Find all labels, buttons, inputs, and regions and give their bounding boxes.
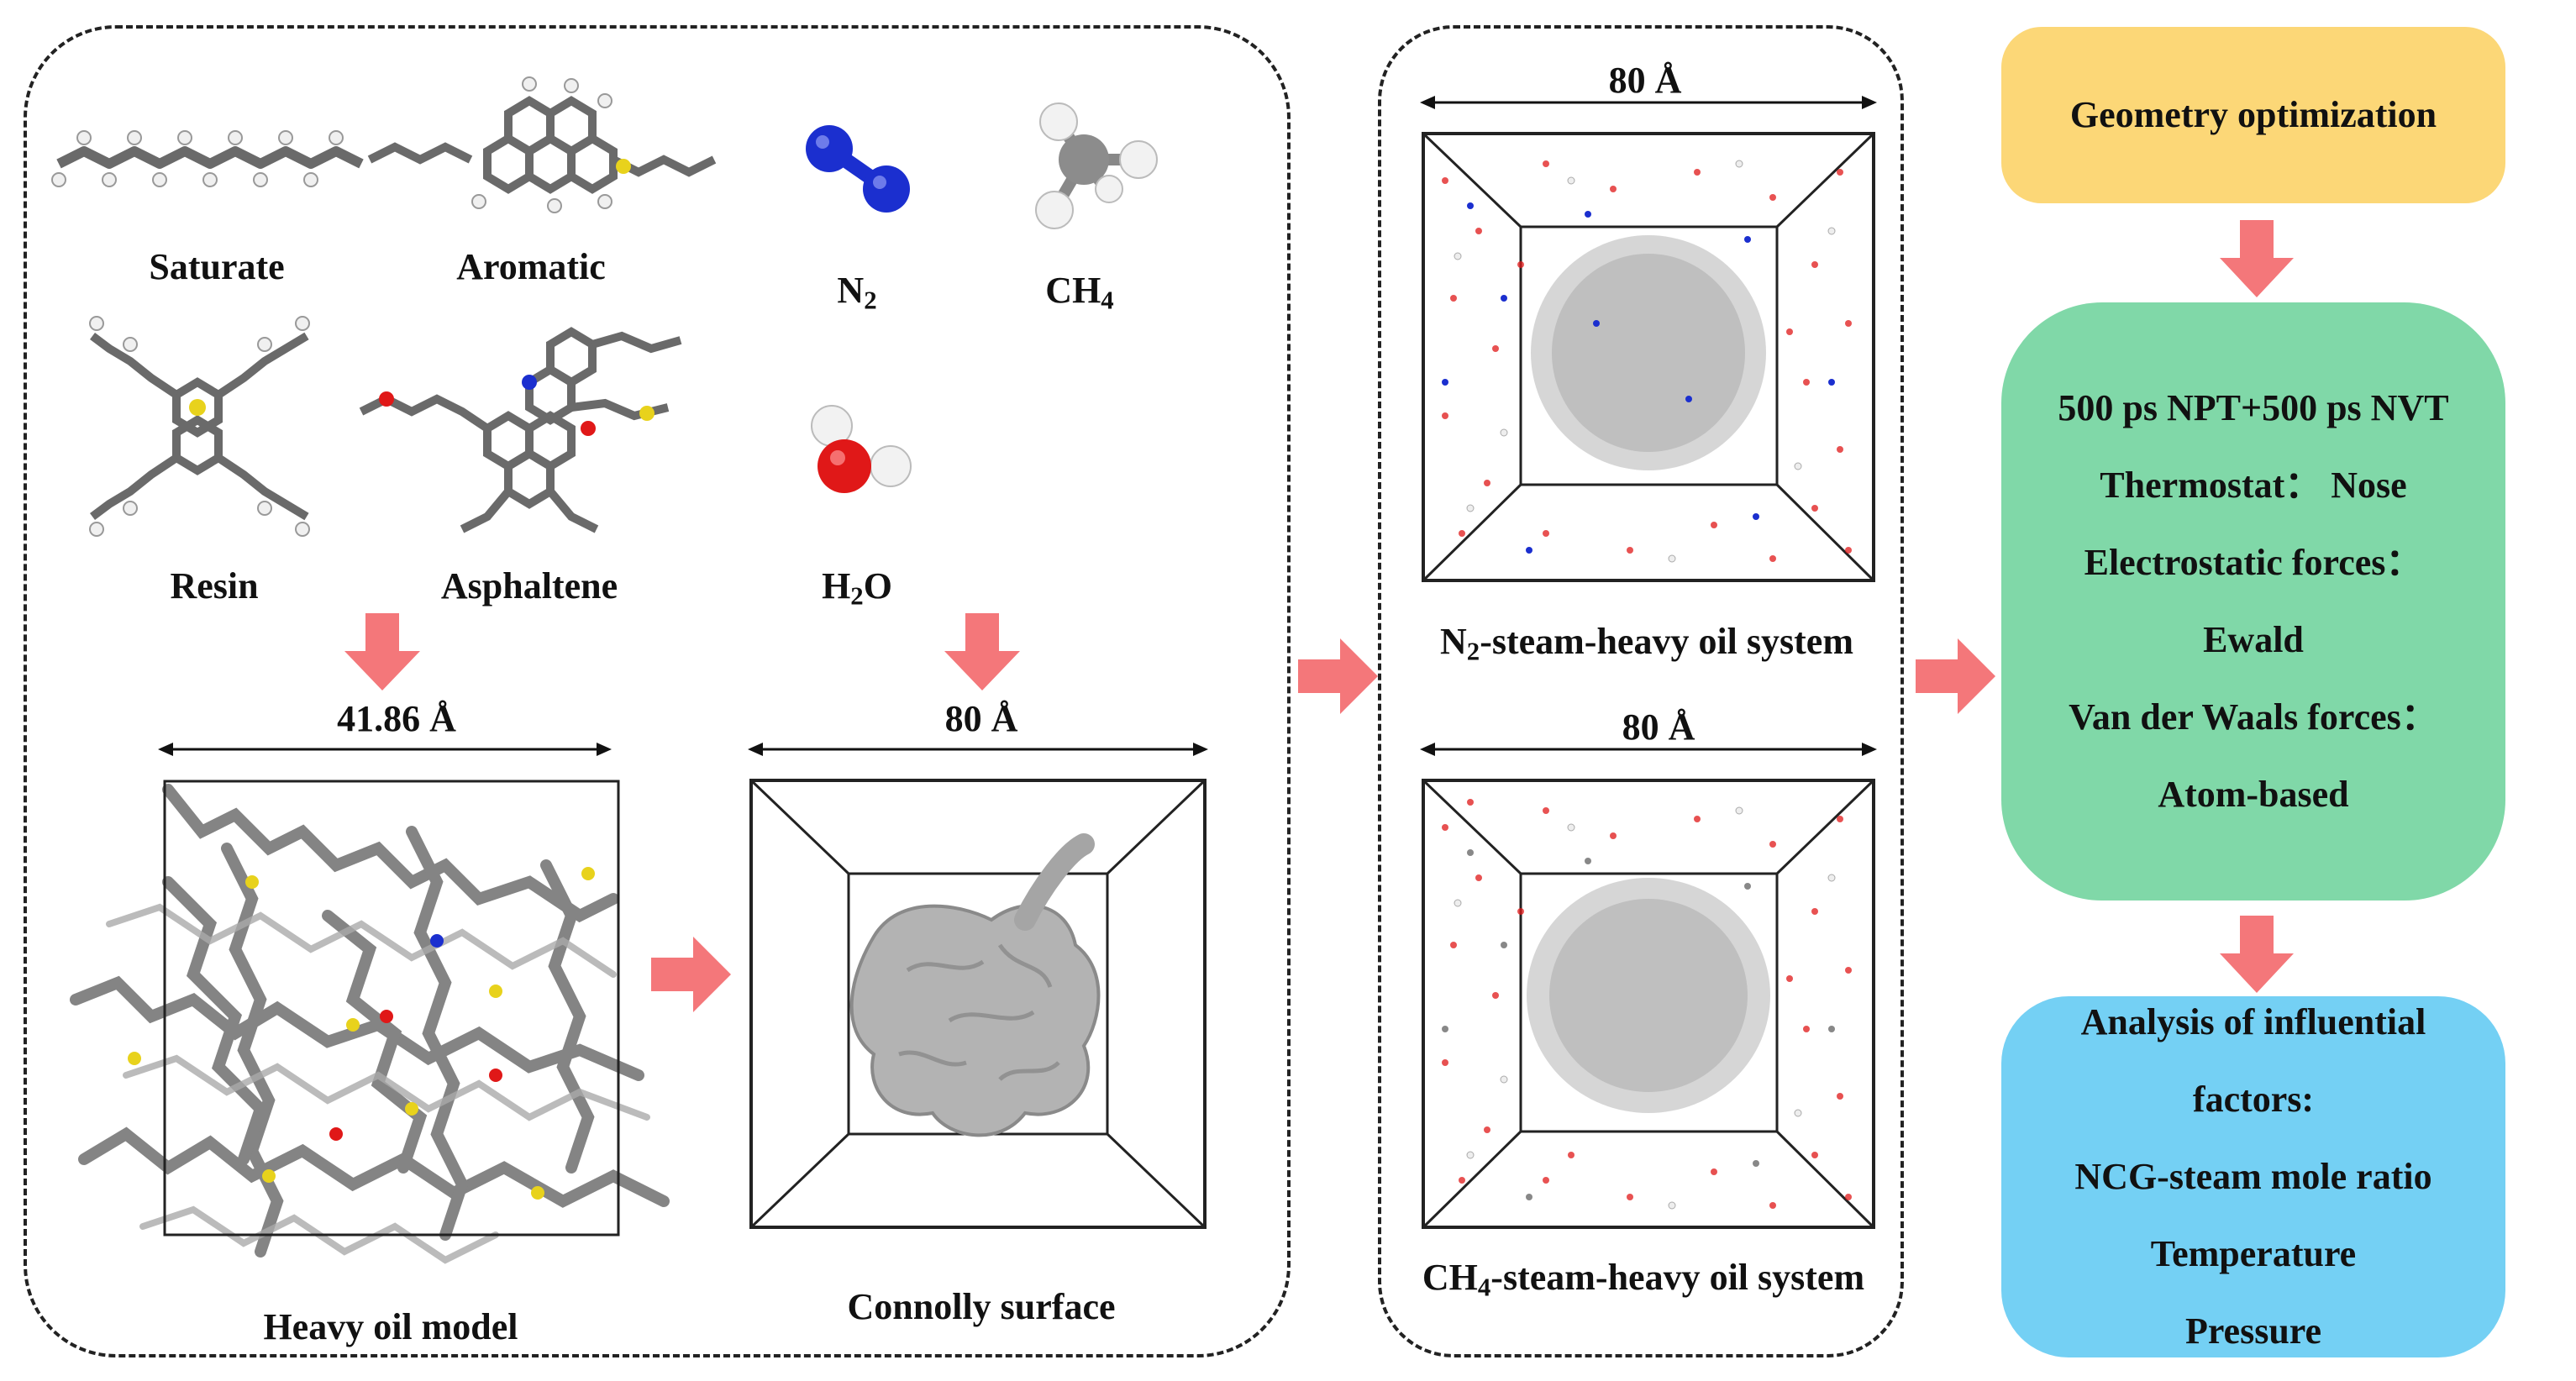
- dynamics-line-2: Thermostat： Nose: [2100, 465, 2407, 506]
- connolly-surface-label: Connolly surface: [847, 1286, 1116, 1327]
- heavy-oil-model-label: Heavy oil model: [263, 1306, 518, 1347]
- dynamics-line-3: Electrostatic forces：: [2084, 542, 2423, 583]
- n2-label: N2: [837, 270, 877, 315]
- dynamics-settings-box: 500 ps NPT+500 ps NVT Thermostat： Nose E…: [2001, 302, 2505, 901]
- arrow-down-to-connolly: [944, 613, 1020, 690]
- dynamics-line-6: Atom-based: [2158, 774, 2349, 815]
- ch4-system-dim-line: [1420, 743, 1877, 756]
- ch4-label: CH4: [1045, 270, 1114, 315]
- aromatic-molecule: [367, 76, 717, 213]
- molecule-panel: [24, 25, 1291, 1357]
- ch4-system-dimension: 80 Å: [1622, 706, 1695, 748]
- n2-system-dim-line: [1420, 96, 1877, 109]
- analysis-line-2: factors:: [2192, 1079, 2315, 1120]
- arrow-right-to-workflow: [1916, 638, 1995, 714]
- dynamics-line-5: Van der Waals forces：: [2069, 696, 2438, 738]
- n2-system-dimension: 80 Å: [1608, 60, 1682, 101]
- arrow-right-to-connolly: [651, 937, 731, 1012]
- connolly-dim-line: [748, 743, 1208, 756]
- heavy-oil-dim-line: [158, 743, 612, 756]
- n2-system-label: N2-steam-heavy oil system: [1440, 621, 1853, 666]
- arrow-down-to-heavy-oil: [344, 613, 420, 690]
- arrow-down-to-analysis: [2220, 916, 2294, 993]
- geometry-optimization-box: Geometry optimization: [2001, 27, 2505, 203]
- n2-system-image: [1422, 132, 1875, 582]
- resin-label: Resin: [170, 565, 259, 606]
- ch4-molecule: [1035, 102, 1158, 229]
- heavy-oil-dimension: 41.86 Å: [337, 698, 456, 739]
- n2-molecule: [806, 125, 910, 213]
- arrow-right-to-systems: [1298, 638, 1378, 714]
- h2o-molecule: [811, 405, 912, 493]
- analysis-box: Analysis of influential factors: NCG-ste…: [2001, 996, 2505, 1357]
- saturate-molecule: [51, 130, 364, 187]
- asphaltene-label: Asphaltene: [440, 565, 618, 606]
- dynamics-line-1: 500 ps NPT+500 ps NVT: [2058, 387, 2449, 428]
- analysis-line-4: Temperature: [2150, 1233, 2357, 1274]
- geometry-optimization-text: Geometry optimization: [2069, 94, 2437, 135]
- resin-molecule: [89, 316, 310, 537]
- arrow-down-to-dynamics: [2220, 220, 2294, 297]
- asphaltene-molecule: [359, 327, 682, 533]
- dynamics-line-4: Ewald: [2203, 619, 2304, 660]
- connolly-surface-image: [749, 779, 1207, 1229]
- analysis-line-3: NCG-steam mole ratio: [2074, 1156, 2432, 1197]
- aromatic-label: Aromatic: [456, 246, 606, 287]
- ch4-system-image: [1422, 779, 1875, 1229]
- heavy-oil-model-image: [70, 780, 670, 1264]
- saturate-label: Saturate: [149, 246, 285, 287]
- h2o-label: H2O: [822, 565, 892, 611]
- ch4-system-label: CH4-steam-heavy oil system: [1422, 1257, 1865, 1302]
- connolly-dimension: 80 Å: [944, 698, 1018, 739]
- system-panel: [1378, 25, 1904, 1357]
- analysis-line-5: Pressure: [2184, 1310, 2322, 1352]
- analysis-line-1: Analysis of influential: [2080, 1001, 2426, 1042]
